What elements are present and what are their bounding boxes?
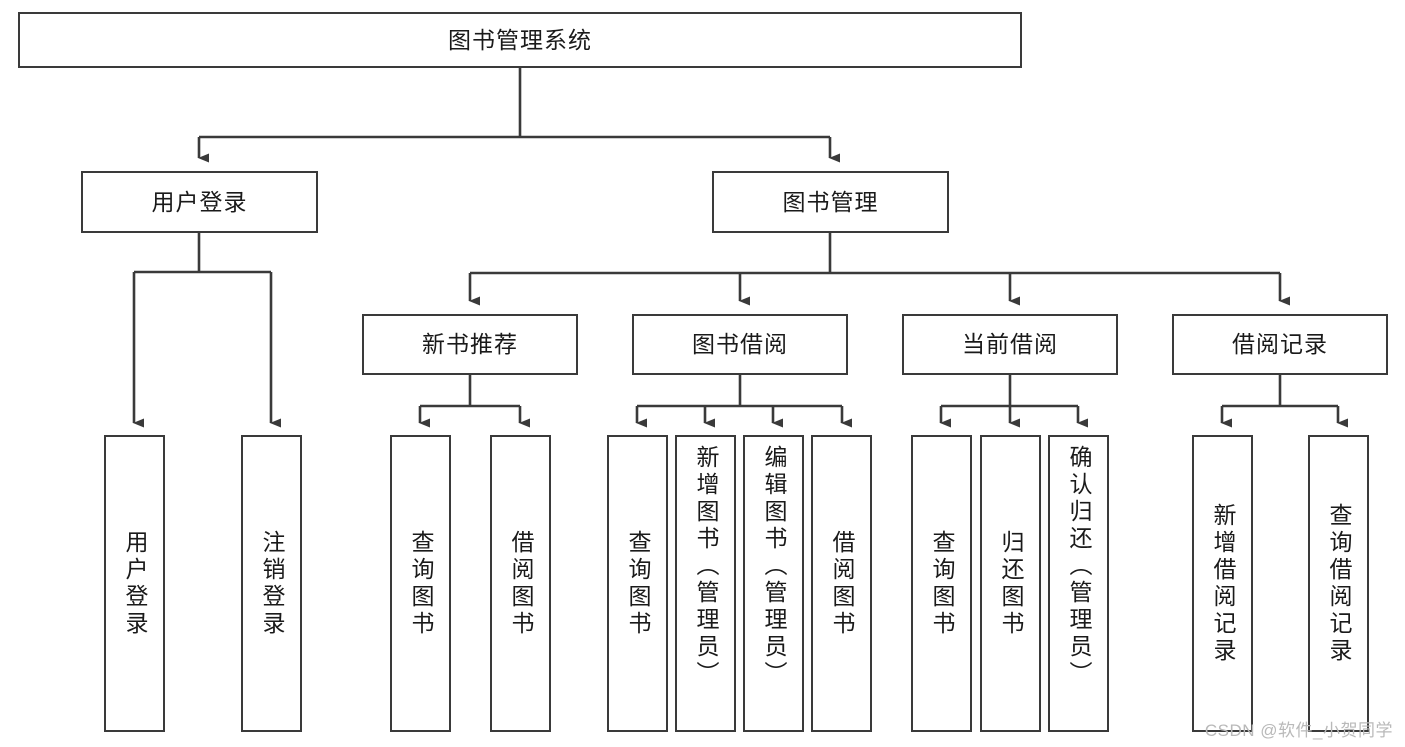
node-label: 查询图书 [408,529,434,638]
node-label: 注销登录 [259,529,285,638]
node-label: 图书管理 [782,188,879,215]
node-borrow-record[interactable]: 借阅记录 [1172,314,1388,375]
node-leaf-query-book-recommend[interactable]: 查询图书 [390,435,451,732]
node-label: 查询图书 [625,529,651,638]
node-leaf-borrow-book-recommend[interactable]: 借阅图书 [490,435,551,732]
node-label: 借阅记录 [1232,331,1328,357]
node-current-borrow[interactable]: 当前借阅 [902,314,1118,375]
node-label: 新增借阅记录 [1210,502,1236,665]
node-label: 编辑图书（管理员） [761,445,787,688]
node-label: 新增图书（管理员） [693,445,719,688]
node-label: 新书推荐 [422,331,518,357]
node-label: 借阅图书 [829,529,855,638]
node-leaf-return-book[interactable]: 归还图书 [980,435,1041,732]
node-leaf-query-book-current[interactable]: 查询图书 [911,435,972,732]
node-leaf-borrow-book-borrow[interactable]: 借阅图书 [811,435,872,732]
node-leaf-query-borrow-record[interactable]: 查询借阅记录 [1308,435,1369,732]
node-label: 用户登录 [122,529,148,638]
node-label: 图书管理系统 [448,26,592,53]
node-label: 归还图书 [998,529,1024,638]
node-label: 借阅图书 [508,529,534,638]
node-user-login[interactable]: 用户登录 [81,171,318,233]
node-leaf-add-book[interactable]: 新增图书（管理员） [675,435,736,732]
node-leaf-query-book-borrow[interactable]: 查询图书 [607,435,668,732]
csdn-watermark: CSDN @软件_小贺同学 [1204,721,1393,740]
node-leaf-add-borrow-record[interactable]: 新增借阅记录 [1192,435,1253,732]
node-leaf-user-login[interactable]: 用户登录 [104,435,165,732]
node-label: 确认归还（管理员） [1066,445,1092,688]
node-label: 查询图书 [929,529,955,638]
node-label: 当前借阅 [962,331,1058,357]
node-new-book-recommend[interactable]: 新书推荐 [362,314,578,375]
node-label: 查询借阅记录 [1326,502,1352,665]
node-leaf-logout-login[interactable]: 注销登录 [241,435,302,732]
node-book-borrow[interactable]: 图书借阅 [632,314,848,375]
node-book-manage[interactable]: 图书管理 [712,171,949,233]
node-label: 图书借阅 [692,331,788,357]
node-leaf-edit-book[interactable]: 编辑图书（管理员） [743,435,804,732]
node-leaf-confirm-return[interactable]: 确认归还（管理员） [1048,435,1109,732]
node-book-management-system[interactable]: 图书管理系统 [18,12,1022,68]
node-label: 用户登录 [151,188,248,215]
